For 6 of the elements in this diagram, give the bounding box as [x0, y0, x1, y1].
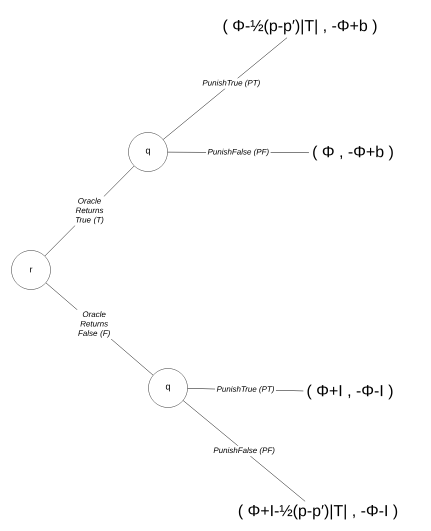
branch-line — [162, 37, 288, 140]
payoff-label: ( Φ+I-½(p-p′)|T| , -Φ-I ) — [238, 504, 398, 520]
payoff-label: ( Φ+I , -Φ-I ) — [308, 384, 392, 400]
payoff-label: ( Φ , -Φ+b ) — [313, 146, 393, 160]
payoff-label: ( Φ-½(p-p′)|T| , -Φ+b ) — [224, 20, 376, 34]
branch-line — [182, 400, 306, 502]
